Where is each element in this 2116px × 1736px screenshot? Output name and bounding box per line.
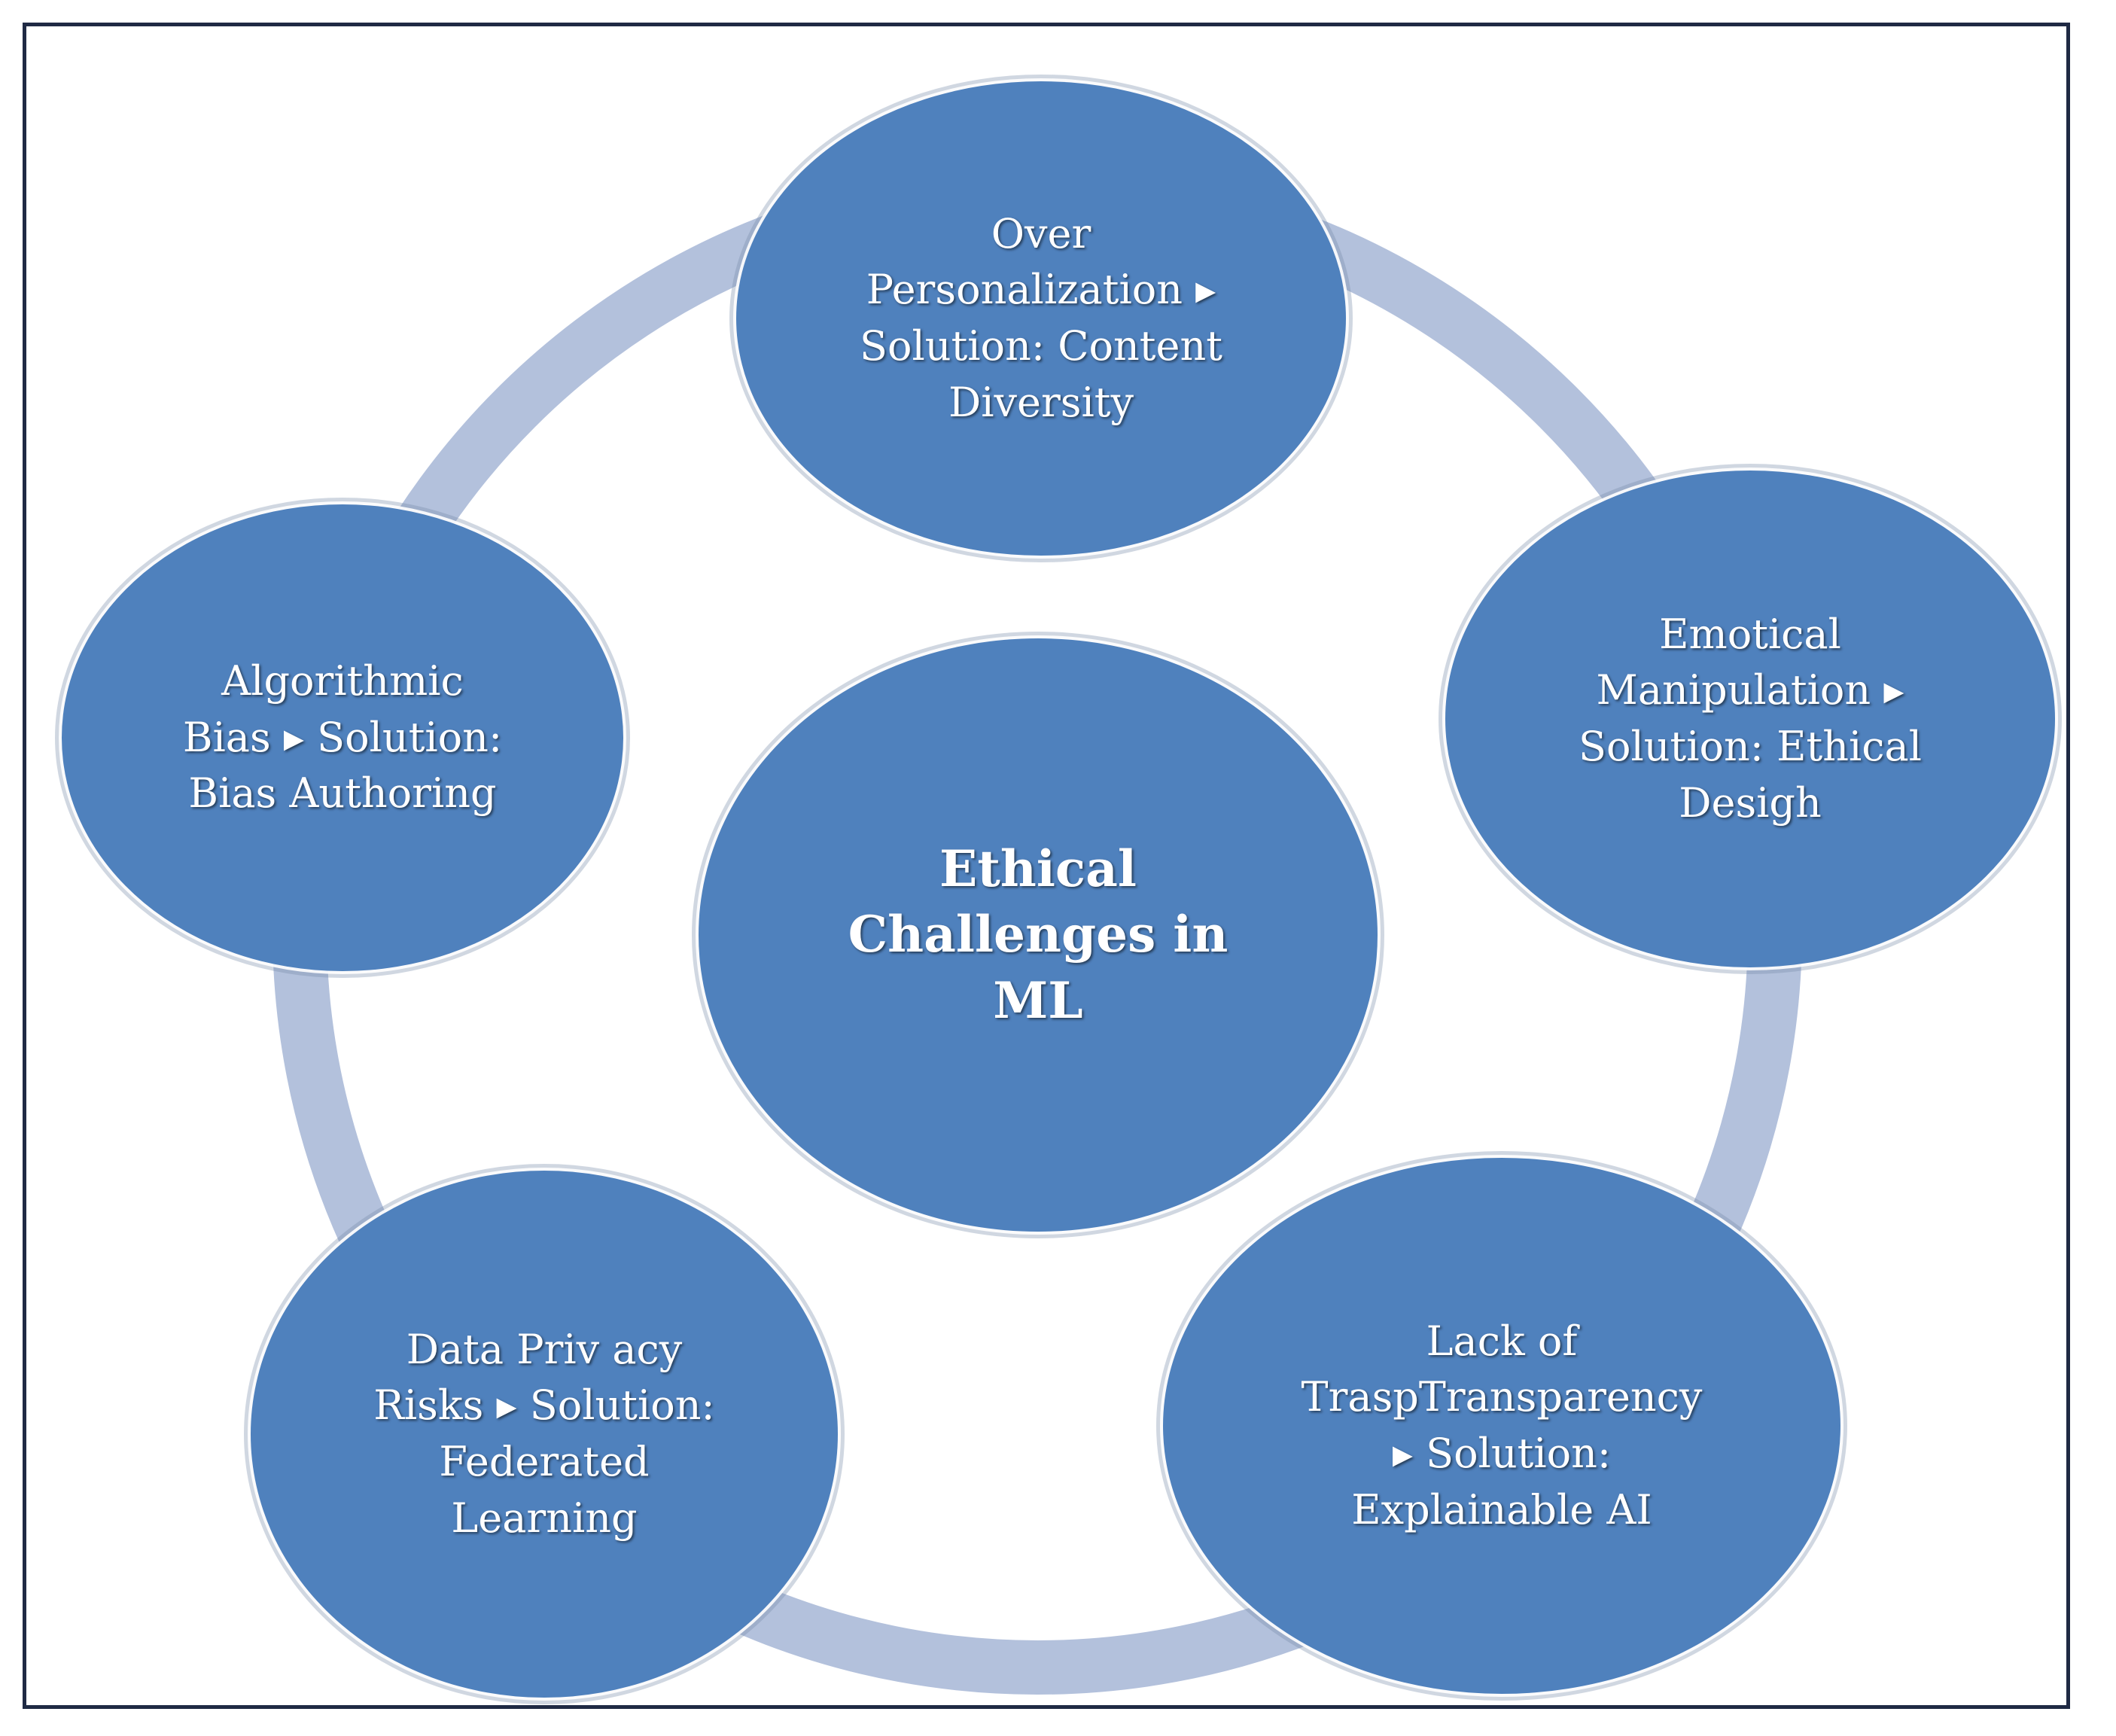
node-data-privacy-risks-label: Data Priv acy Risks ▸ Solution: Federate… <box>373 1325 715 1542</box>
node-over-personalization: Over Personalization ▸ Solution: Content… <box>736 81 1346 556</box>
node-emotical-manipulation: Emotical Manipulation ▸ Solution: Ethica… <box>1445 471 2055 967</box>
node-data-privacy-risks: Data Priv acy Risks ▸ Solution: Federate… <box>251 1171 838 1698</box>
node-lack-of-transparency: Lack of TraspTransparency ▸ Solution: Ex… <box>1163 1158 1840 1694</box>
node-algorithmic-bias-label: Algorithmic Bias ▸ Solution: Bias Author… <box>182 657 503 818</box>
node-lack-of-transparency-label: Lack of TraspTransparency ▸ Solution: Ex… <box>1301 1317 1703 1533</box>
node-over-personalization-label: Over Personalization ▸ Solution: Content… <box>860 209 1222 426</box>
center-node-ethical-challenges: Ethical Challenges in ML <box>699 638 1378 1232</box>
center-node-label: Ethical Challenges in ML <box>848 839 1228 1030</box>
node-emotical-manipulation-label: Emotical Manipulation ▸ Solution: Ethica… <box>1578 610 1923 827</box>
node-algorithmic-bias: Algorithmic Bias ▸ Solution: Bias Author… <box>62 504 623 971</box>
